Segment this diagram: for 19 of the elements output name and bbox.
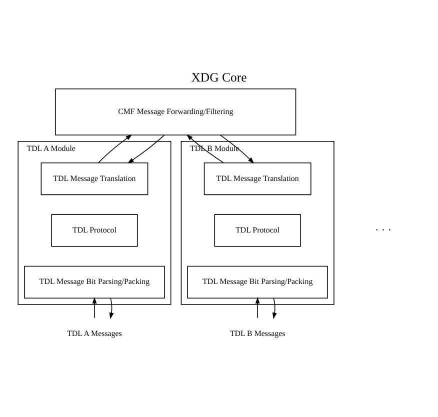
node-box: TDL Message Translation [40,162,148,195]
arrow [127,134,165,163]
arrow [109,297,114,319]
node-box: TDL Message Bit Parsing/Packing [187,265,328,298]
arrow [220,134,254,164]
arrow [186,134,224,163]
node-box: TDL Protocol [214,214,301,246]
arrow [255,296,260,318]
arrow [98,134,132,163]
node-box: TDL Message Bit Parsing/Packing [24,265,165,298]
node-box: TDL Protocol [51,214,138,246]
arrow [92,296,97,318]
node-text: TDL B Messages [230,328,286,338]
node-text: TDL A Messages [67,328,122,338]
label: · · · [374,224,392,236]
arrow [272,297,277,319]
node-box: CMF Message Forwarding/Filtering [55,88,296,135]
diagram-title: XDG Core [191,70,247,84]
node-box: TDL Message Translation [204,162,312,195]
